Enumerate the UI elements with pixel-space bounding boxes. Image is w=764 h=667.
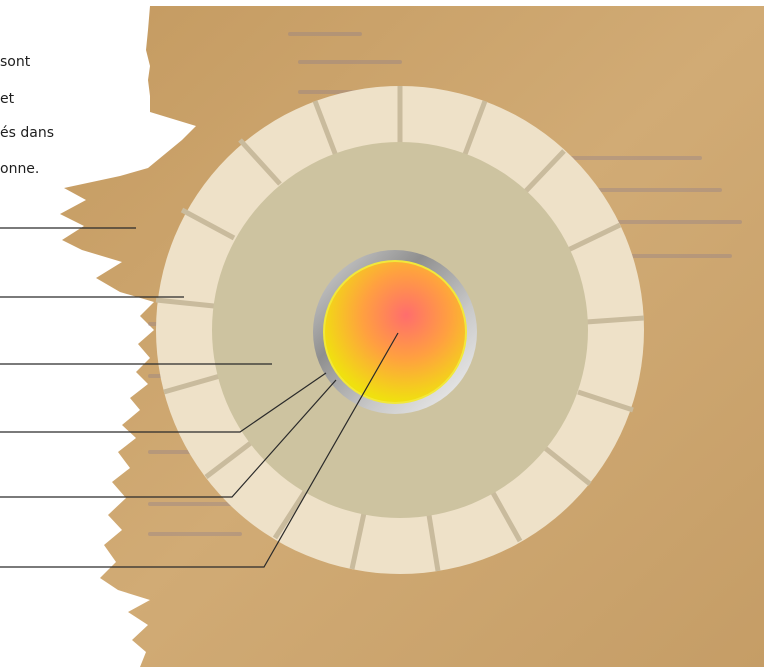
leader-line-6 — [0, 332, 399, 568]
fuel-pellet — [325, 262, 465, 402]
leader-line-4 — [0, 372, 327, 433]
caption-line-3: és dans — [0, 125, 54, 141]
caption-line-2: et — [0, 91, 15, 107]
caption-line-1: sont — [0, 54, 31, 70]
leader-lines — [0, 227, 399, 568]
outer-ring-seams — [155, 86, 645, 572]
caption-line-4: onne. — [0, 161, 40, 177]
leader-line-5 — [0, 379, 337, 498]
